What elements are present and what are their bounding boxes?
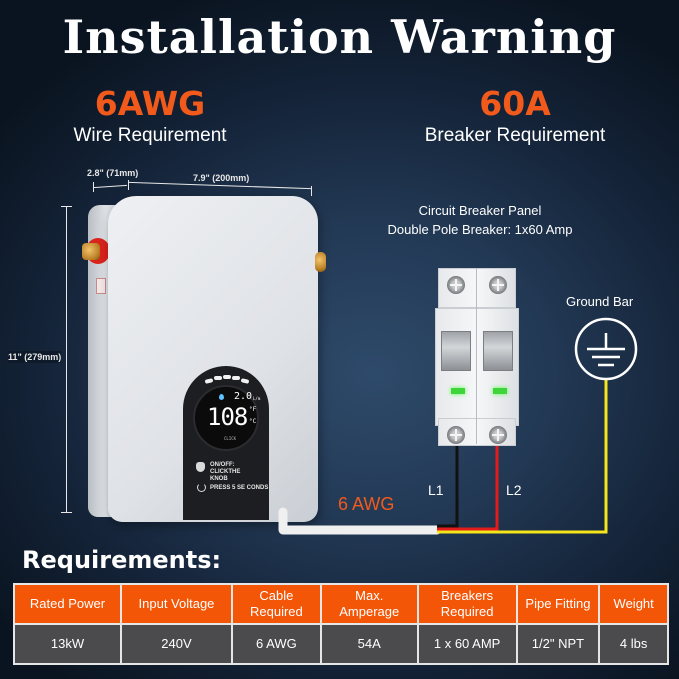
value-breakers-required: 1 x 60 AMP (416, 623, 518, 665)
dimension-tick (61, 512, 72, 513)
digital-display-knob[interactable] (193, 385, 259, 451)
wire-requirement-label: Wire Requirement (73, 125, 227, 146)
header-max-amperage: Max. Amperage (319, 583, 419, 625)
ground-wire (437, 379, 608, 534)
wire-requirement-value: 6AWG (94, 84, 206, 123)
refresh-icon (197, 483, 206, 492)
height-dimension-label: 11" (279mm) (8, 351, 62, 363)
status-led-l1 (451, 388, 465, 394)
height-dimension-line (66, 206, 67, 512)
value-cable-required: 6 AWG (230, 623, 322, 665)
wire-gauge-label: 6 AWG (338, 494, 395, 514)
dimension-tick (93, 182, 94, 192)
value-rated-power: 13kW (13, 623, 122, 665)
table-header-row: Rated Power Input Voltage Cable Required… (13, 583, 669, 625)
temperature-arc-indicator (204, 375, 250, 384)
terminal-screw-icon (489, 276, 507, 294)
outlet-pipe-fitting (315, 252, 326, 272)
header-input-voltage: Input Voltage (119, 583, 233, 625)
display-sub-label: CLICK (224, 436, 237, 441)
terminal-screw-icon (447, 426, 465, 444)
terminal-screw-icon (447, 276, 465, 294)
breaker-requirement-callout: 60A Breaker Requirement (400, 84, 630, 147)
width-dimension-label: 7.9" (200mm) (193, 173, 250, 183)
wire-requirement-callout: 6AWG Wire Requirement (40, 84, 260, 147)
header-weight: Weight (598, 583, 669, 625)
page-title: Installation Warning (62, 10, 617, 64)
status-led-l2 (493, 388, 507, 394)
table-row: 13kW 240V 6 AWG 54A 1 x 60 AMP 1/2" NPT … (13, 623, 669, 665)
requirements-table: Rated Power Input Voltage Cable Required… (13, 583, 669, 665)
instruction-press: PRESS 5 SE CONDS (210, 485, 269, 491)
flow-rate-unit: L/m (253, 396, 261, 401)
depth-dimension-label: 2.8" (71mm) (87, 168, 139, 178)
terminal-screw-icon (489, 426, 507, 444)
dimension-tick (128, 180, 129, 190)
header-rated-power: Rated Power (13, 583, 122, 625)
warning-sticker (96, 278, 106, 294)
pole-divider (476, 268, 477, 444)
l1-wire (437, 437, 459, 528)
l2-wire (437, 437, 499, 531)
value-input-voltage: 240V (119, 623, 233, 665)
hand-press-icon (196, 462, 205, 472)
celsius-unit: °C (249, 418, 257, 425)
l2-label: L2 (506, 482, 522, 498)
flow-rate-value: 2.0 (234, 391, 253, 402)
inlet-pipe-fitting (82, 243, 100, 260)
ground-bar-label: Ground Bar (566, 294, 634, 309)
header-breakers-required: Breakers Required (416, 583, 518, 625)
temperature-value: 108 (207, 403, 248, 431)
breaker-requirement-value: 60A (479, 84, 551, 123)
instruction-on-off: ON/OFF: CLICKTHE KNOB (210, 462, 241, 482)
header-cable-required: Cable Required (230, 583, 322, 625)
breaker-toggle-l2[interactable] (483, 331, 513, 371)
value-weight: 4 lbs (598, 623, 669, 665)
dimension-tick (61, 206, 72, 207)
circuit-breaker (435, 268, 519, 446)
cable-sheath (278, 507, 442, 535)
value-pipe-fitting: 1/2" NPT (515, 623, 601, 665)
breaker-toggle-l1[interactable] (441, 331, 471, 371)
value-max-amperage: 54A (319, 623, 419, 665)
ground-symbol-icon (574, 317, 638, 381)
panel-title: Circuit Breaker Panel (418, 203, 542, 218)
dimension-tick (311, 186, 312, 196)
water-drop-icon (219, 394, 224, 400)
panel-subtitle: Double Pole Breaker: 1x60 Amp (387, 222, 573, 237)
fahrenheit-unit: °F (249, 406, 257, 413)
l1-label: L1 (428, 482, 444, 498)
requirements-title: Requirements: (22, 546, 222, 574)
header-pipe-fitting: Pipe Fitting (515, 583, 601, 625)
breaker-requirement-label: Breaker Requirement (424, 125, 606, 146)
